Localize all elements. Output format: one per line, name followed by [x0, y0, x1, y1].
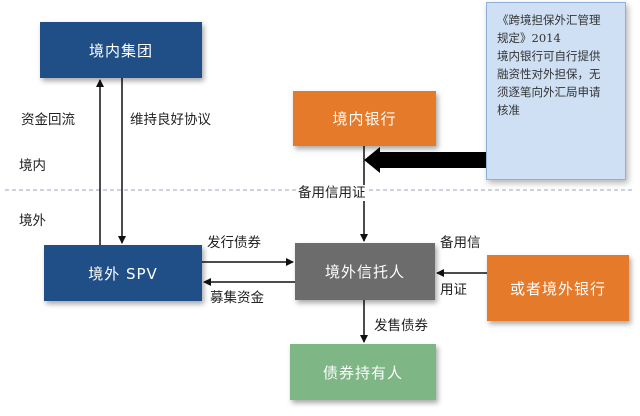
standby-lc-label: 备用信用证 — [296, 185, 368, 201]
fund-return-label: 资金回流 — [21, 112, 75, 128]
note-line: 《跨境担保外汇管理 — [497, 13, 601, 27]
domestic-bank-node: 境内银行 — [293, 91, 436, 146]
agreement-label: 维持良好协议 — [130, 112, 211, 128]
note-line: 核准 — [497, 103, 520, 117]
overseas-spv-node: 境外 SPV — [44, 245, 202, 301]
overseas-region-label: 境外 — [19, 213, 46, 229]
domestic-group-node: 境内集团 — [40, 22, 202, 78]
foreign-lc-label-bottom: 用证 — [440, 282, 467, 298]
bondholders-node: 债券持有人 — [290, 344, 436, 400]
sell-bonds-label: 发售债券 — [374, 318, 428, 334]
note-arrow-head — [364, 147, 380, 173]
raise-funds-label: 募集资金 — [210, 290, 264, 306]
regulation-note: 《跨境担保外汇管理 规定》2014 境内银行可自行提供 融资性对外担保，无 须逐… — [486, 2, 626, 180]
issue-bonds-label: 发行债券 — [207, 235, 261, 251]
domestic-region-label: 境内 — [19, 158, 46, 174]
note-arrow-shaft — [378, 152, 486, 168]
note-line: 融资性对外担保，无 — [497, 67, 601, 81]
note-line: 规定》2014 — [497, 31, 561, 45]
overseas-trustee-node: 境外信托人 — [295, 243, 435, 300]
foreign-lc-label-top: 备用信 — [440, 235, 481, 251]
note-line: 境内银行可自行提供 — [497, 49, 601, 63]
note-line: 须逐笔向外汇局申请 — [497, 85, 601, 99]
overseas-bank-node: 或者境外银行 — [487, 255, 629, 321]
